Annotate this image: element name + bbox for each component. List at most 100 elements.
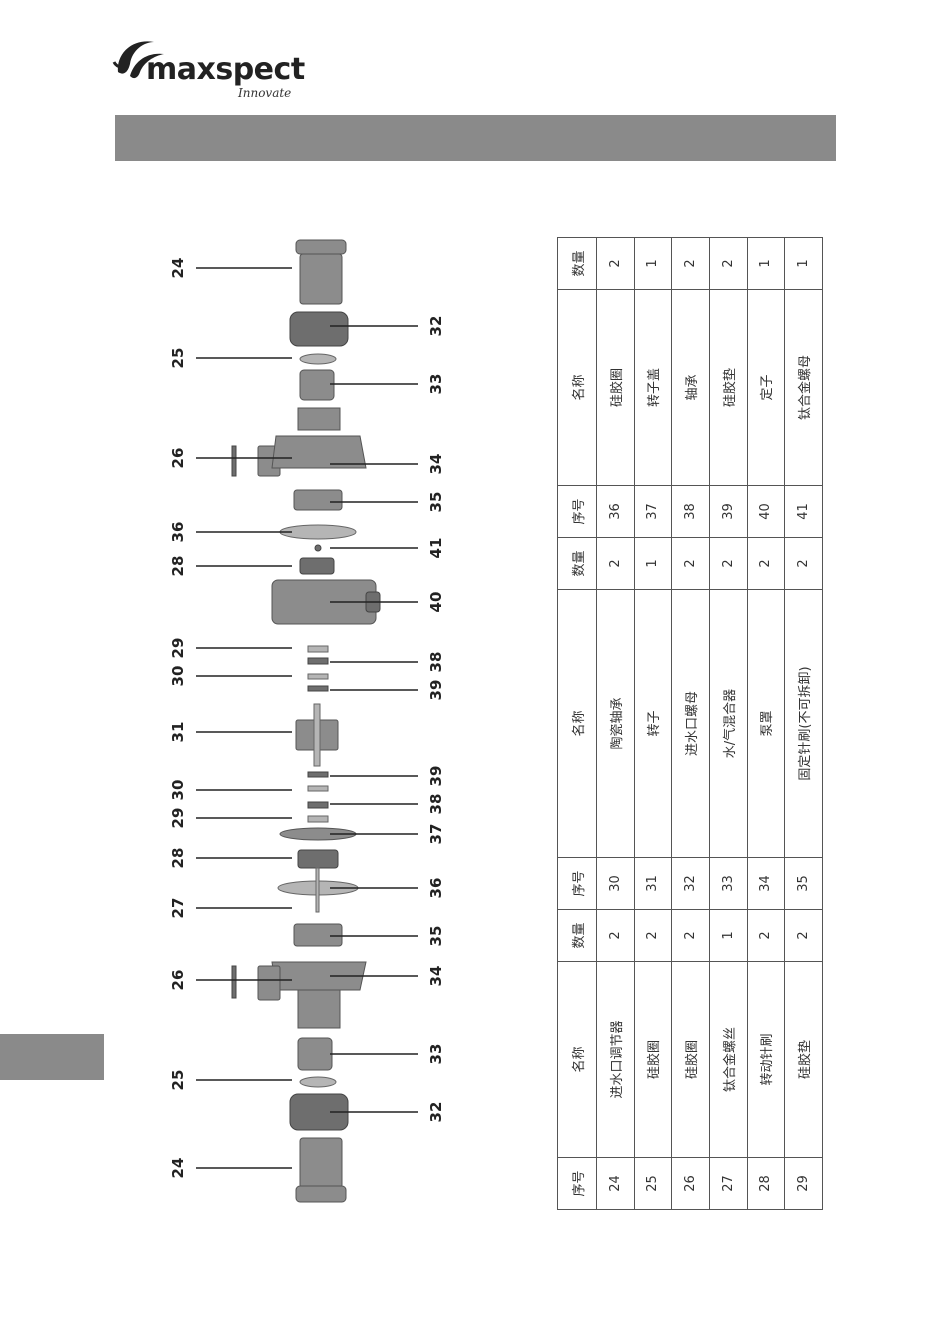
callout-label-left-13: 25 (169, 1070, 187, 1091)
mixer-bottom (297, 1037, 333, 1071)
cell-name: 硅胶垫 (709, 289, 748, 486)
cell-no: 34 (747, 857, 785, 910)
callout-label-right-0: 32 (427, 316, 445, 337)
page-side-tab (0, 1034, 104, 1080)
rotor-shaft (313, 703, 321, 767)
callout-label-left-9: 29 (169, 808, 187, 829)
fixed-brush-bottom (293, 923, 343, 947)
cell-no: 28 (747, 1157, 785, 1210)
cell-no: 39 (709, 485, 748, 538)
cell-name: 硅胶垫 (784, 961, 823, 1158)
cell-name: 钛合金螺丝 (709, 961, 748, 1158)
housing-bottom-port (257, 965, 281, 1001)
bearing-30-b (307, 785, 329, 792)
callout-label-right-13: 34 (427, 966, 445, 987)
inlet-nut-top (289, 311, 349, 347)
cell-qty: 2 (784, 909, 823, 962)
header-qty-1: 数量 (557, 909, 597, 962)
callout-label-right-12: 35 (427, 926, 445, 947)
cell-no: 24 (596, 1157, 635, 1210)
cell-name: 泵罩 (747, 589, 785, 858)
cell-qty: 1 (747, 237, 785, 290)
cell-no: 31 (634, 857, 672, 910)
cell-qty: 2 (709, 237, 748, 290)
housing-top (271, 435, 367, 469)
mixer-top (299, 369, 335, 401)
header-banner (115, 115, 836, 161)
bearing-38-b (307, 801, 329, 809)
cell-qty: 2 (671, 237, 710, 290)
housing-top-thread (297, 407, 341, 431)
cell-qty: 2 (709, 537, 748, 590)
header-no-2: 序号 (557, 857, 597, 910)
callout-label-right-9: 38 (427, 794, 445, 815)
cell-no: 36 (596, 485, 635, 538)
cell-no: 32 (671, 857, 710, 910)
ti-nut (314, 544, 322, 552)
callout-label-left-0: 24 (169, 258, 187, 279)
cell-qty: 2 (596, 909, 635, 962)
cell-qty: 2 (671, 909, 710, 962)
exploded-view-svg: 2425263628293031302928272625243233343541… (169, 239, 445, 1203)
cell-no: 27 (709, 1157, 748, 1210)
header-name-1: 名称 (557, 961, 597, 1158)
callout-label-right-10: 37 (427, 824, 445, 845)
cell-name: 定子 (747, 289, 785, 486)
cell-qty: 2 (596, 537, 635, 590)
brand-name: maxspect (146, 52, 305, 87)
callout-label-right-7: 39 (427, 680, 445, 701)
cell-no: 26 (671, 1157, 710, 1210)
table-header-row: 序号 名称 数量 序号 名称 数量 序号 名称 数量 (557, 237, 597, 1210)
callout-label-right-3: 35 (427, 492, 445, 513)
cell-name: 进水口螺母 (671, 589, 710, 858)
bearing-38-a (307, 657, 329, 665)
cell-name: 转子 (634, 589, 672, 858)
callout-label-left-8: 30 (169, 780, 187, 801)
table-row: 24 进水口调节器 2 30 陶瓷轴承 2 36 硅胶圈 2 (596, 237, 635, 1210)
o-ring-top (299, 353, 337, 365)
cell-no: 40 (747, 485, 785, 538)
callout-label-right-1: 33 (427, 374, 445, 395)
callout-labels: 2425263628293031302928272625243233343541… (169, 258, 445, 1179)
cell-no: 38 (671, 485, 710, 538)
brand-tagline: Innovate (238, 86, 292, 100)
cell-qty: 2 (671, 537, 710, 590)
cell-no: 41 (784, 485, 823, 538)
housing-bottom-seal (231, 965, 237, 999)
callout-label-left-14: 24 (169, 1158, 187, 1179)
table-row: 28 转动针刷 2 34 泵罩 2 40 定子 1 (747, 237, 785, 1210)
cell-name: 钛合金螺母 (784, 289, 823, 486)
cell-qty: 2 (747, 537, 785, 590)
callout-label-left-12: 26 (169, 970, 187, 991)
cell-no: 29 (784, 1157, 823, 1210)
cell-qty: 1 (709, 909, 748, 962)
cell-name: 硅胶圈 (634, 961, 672, 1158)
housing-top-seal (231, 445, 237, 477)
header-name-2: 名称 (557, 589, 597, 858)
ti-screw (315, 867, 320, 913)
header-qty-2: 数量 (557, 537, 597, 590)
rotating-brush-bottom (297, 849, 339, 869)
o-ring-bottom (299, 1076, 337, 1088)
callout-label-right-4: 41 (427, 538, 445, 559)
pad-29-a (307, 645, 329, 653)
callout-label-left-2: 26 (169, 448, 187, 469)
callout-label-left-3: 36 (169, 522, 187, 543)
header-no-1: 序号 (557, 1157, 597, 1210)
fixed-brush-top (293, 489, 343, 511)
callout-label-right-5: 40 (427, 592, 445, 613)
cell-qty: 1 (634, 237, 672, 290)
header-qty-3: 数量 (557, 237, 597, 290)
pad-39-b (307, 771, 329, 778)
header-no-3: 序号 (557, 485, 597, 538)
bearing-30-a (307, 673, 329, 680)
cell-name: 硅胶圈 (596, 289, 635, 486)
cell-name: 轴承 (671, 289, 710, 486)
cell-qty: 2 (784, 537, 823, 590)
cell-name: 陶瓷轴承 (596, 589, 635, 858)
header-name-3: 名称 (557, 289, 597, 486)
cell-name: 固定针刷(不可拆卸) (784, 589, 823, 858)
table-row: 27 钛合金螺丝 1 33 水/气混合器 2 39 硅胶垫 2 (709, 237, 748, 1210)
parts-table: 序号 名称 数量 序号 名称 数量 序号 名称 数量 24 进水口调节器 2 3… (557, 237, 823, 1210)
